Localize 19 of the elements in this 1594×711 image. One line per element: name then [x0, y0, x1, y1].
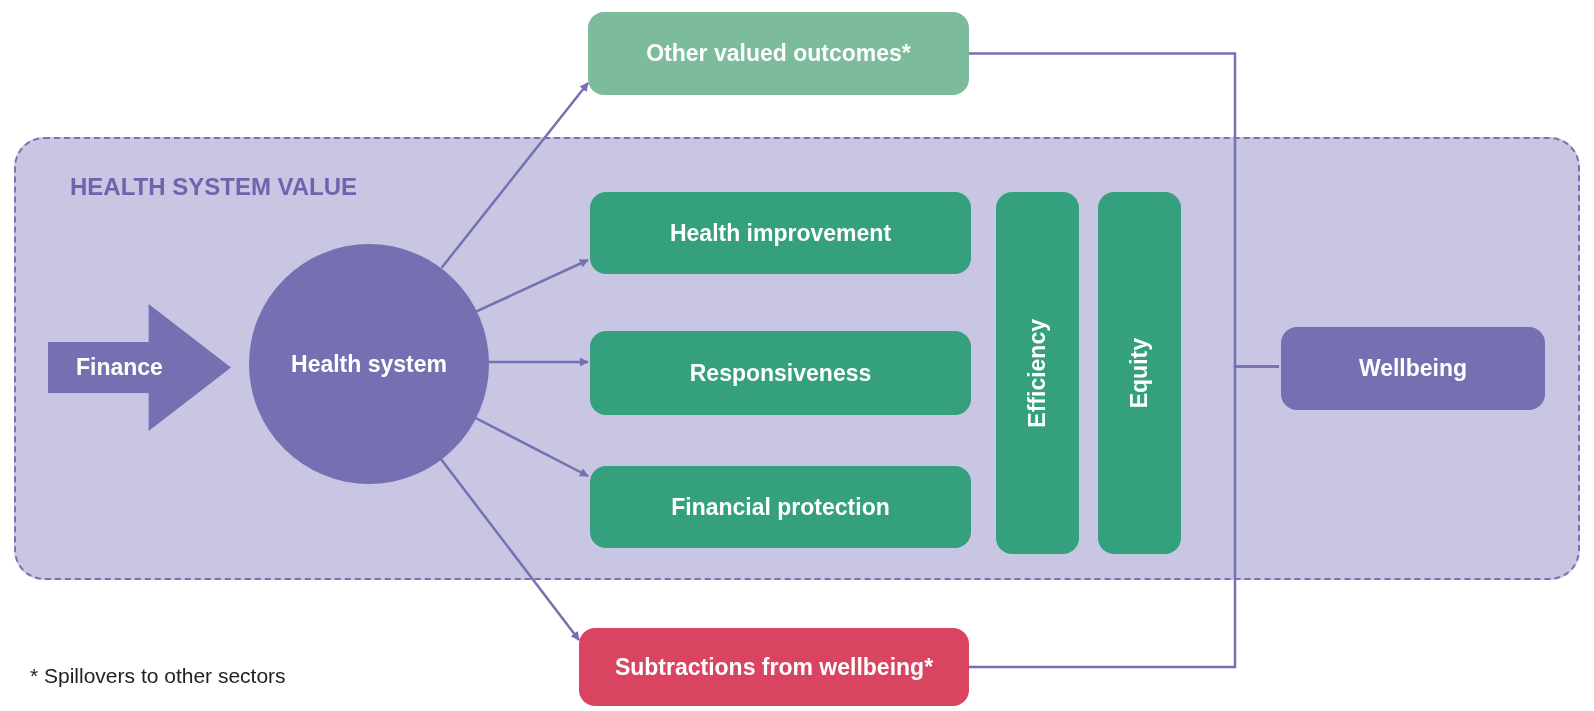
outcome-box: Wellbeing: [1281, 327, 1545, 410]
dashed-region: [14, 137, 1580, 580]
arrow: [438, 456, 580, 641]
arrow: [473, 415, 589, 478]
outcome-box: Other valued outcomes*: [588, 12, 969, 95]
outcome-box: Subtractions from wellbeing*: [579, 628, 969, 706]
arrow: [440, 82, 589, 269]
outcome-box: Financial protection: [590, 466, 971, 548]
arrow: [475, 258, 589, 313]
group-title: HEALTH SYSTEM VALUE: [70, 173, 358, 201]
outcome-box: Responsiveness: [590, 331, 971, 415]
connector-line: [969, 365, 1279, 669]
outcome-box: Health improvement: [590, 192, 971, 274]
system-circle: Health system: [249, 244, 489, 484]
arrow: [487, 357, 589, 367]
finance-arrow: Finance: [48, 304, 231, 431]
criterion-bar: Equity: [1098, 192, 1181, 554]
criterion-bar: Efficiency: [996, 192, 1079, 554]
footnote: * Spillovers to other sectors: [30, 664, 286, 688]
